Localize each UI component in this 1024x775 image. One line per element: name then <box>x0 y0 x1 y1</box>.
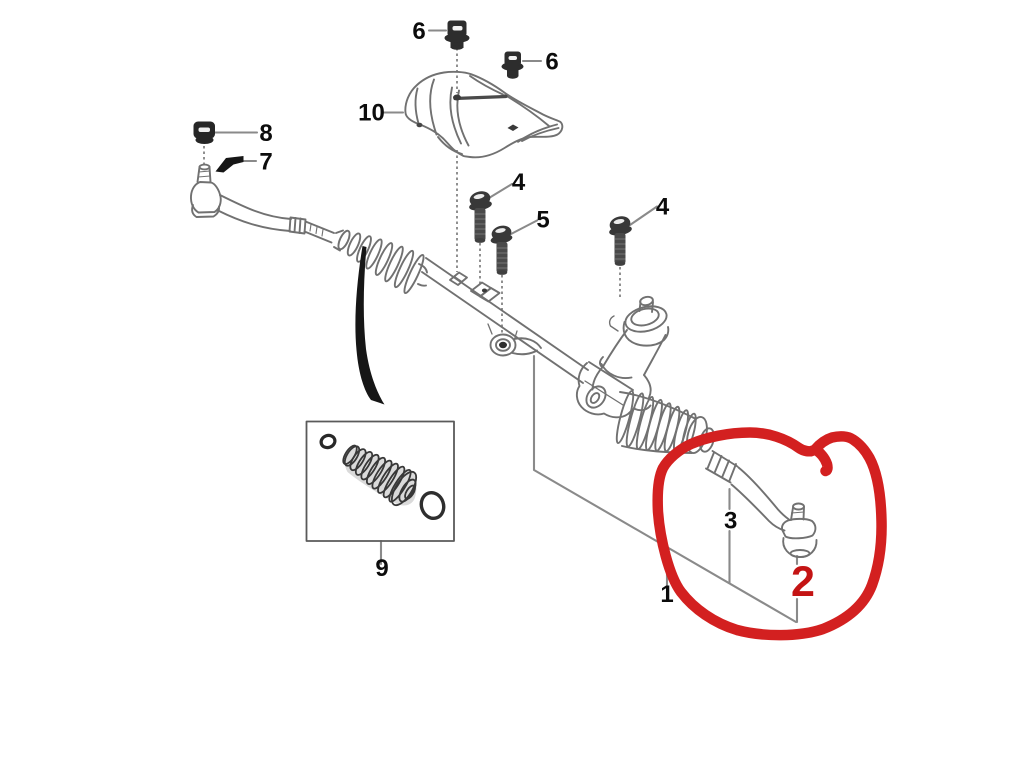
svg-text:8: 8 <box>259 120 272 147</box>
svg-text:6: 6 <box>545 49 558 76</box>
svg-text:4: 4 <box>512 169 526 196</box>
svg-text:3: 3 <box>724 508 737 535</box>
svg-text:10: 10 <box>358 100 385 127</box>
svg-text:7: 7 <box>259 149 272 176</box>
svg-text:9: 9 <box>375 555 388 582</box>
svg-text:1: 1 <box>660 581 673 608</box>
svg-text:4: 4 <box>656 194 670 221</box>
svg-text:2: 2 <box>791 558 815 606</box>
svg-text:5: 5 <box>536 207 549 234</box>
svg-text:6: 6 <box>412 18 425 45</box>
